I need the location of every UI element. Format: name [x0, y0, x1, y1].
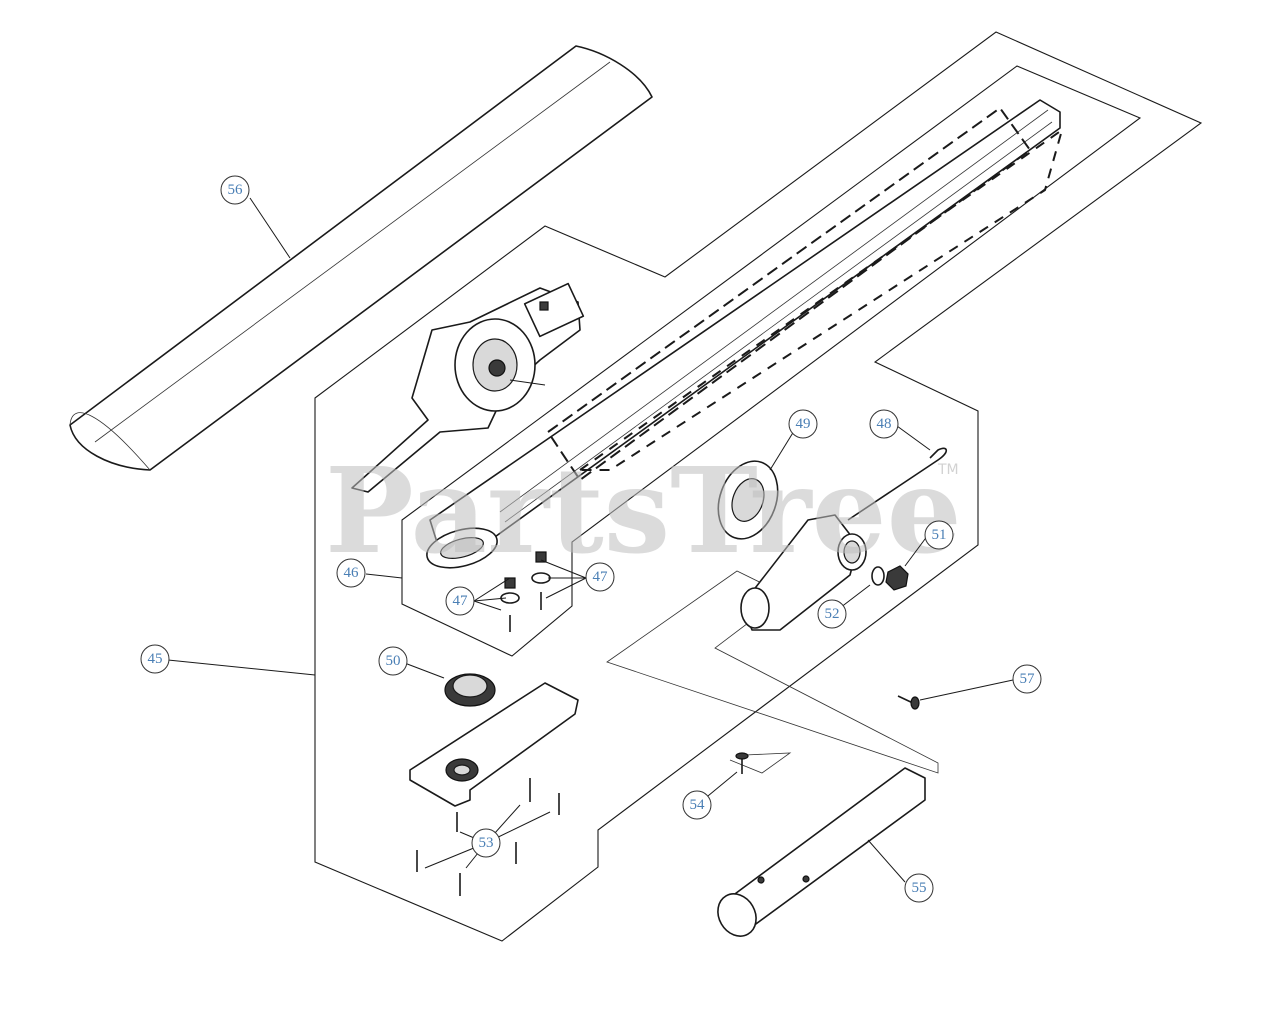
svg-text:45: 45: [148, 651, 163, 667]
blade-cover-part: [69, 45, 653, 471]
callout-53: 53: [471, 828, 501, 858]
callout-47-left: 47: [445, 586, 475, 616]
assembly-45-outline: [314, 31, 1203, 942]
svg-text:57: 57: [1020, 671, 1036, 687]
callout-54: 54: [682, 790, 712, 820]
svg-text:48: 48: [877, 416, 892, 432]
watermark-trademark: TM: [937, 462, 959, 478]
screw-57-part: [897, 695, 920, 710]
callout-56: 56: [220, 175, 250, 205]
callout-51: 51: [924, 520, 954, 550]
svg-text:56: 56: [228, 182, 244, 198]
wire-48-part: [847, 447, 948, 521]
callout-49: 49: [788, 409, 818, 439]
lower-shaft-outline: [606, 570, 939, 774]
pin-54-outline: [729, 752, 792, 774]
svg-text:50: 50: [386, 653, 401, 669]
watermark: PartsTree: [325, 441, 962, 580]
base-plate-part: [409, 682, 579, 807]
plate-49-part: [717, 460, 779, 540]
callout-47-right: 47: [585, 562, 615, 592]
screws-53-part: [416, 778, 560, 896]
pin-54-part: [735, 752, 749, 774]
callout-50: 50: [378, 646, 408, 676]
gearbox-part: [351, 282, 585, 493]
callout-55: 55: [904, 873, 934, 903]
blade-group-46-outline: [401, 65, 1142, 657]
svg-text:52: 52: [825, 606, 840, 622]
cap-50-part: [444, 673, 496, 707]
svg-text:49: 49: [796, 416, 811, 432]
nut-51-part: [885, 565, 909, 591]
svg-text:47: 47: [453, 593, 469, 609]
callout-45: 45: [140, 644, 170, 674]
washer-52-part: [871, 566, 885, 586]
svg-text:47: 47: [593, 569, 609, 585]
svg-text:54: 54: [690, 797, 706, 813]
shaft-housing-part: [740, 514, 867, 631]
svg-text:51: 51: [932, 527, 947, 543]
callout-46: 46: [336, 558, 366, 588]
hedge-blade-part: [426, 99, 1063, 569]
callout-57: 57: [1012, 664, 1042, 694]
svg-text:53: 53: [479, 835, 494, 851]
svg-text:55: 55: [912, 880, 927, 896]
callout-48: 48: [869, 409, 899, 439]
screws-47-part: [500, 551, 551, 632]
svg-text:46: 46: [344, 565, 360, 581]
callout-52: 52: [817, 599, 847, 629]
shaft-tube-55-part: [717, 767, 926, 937]
